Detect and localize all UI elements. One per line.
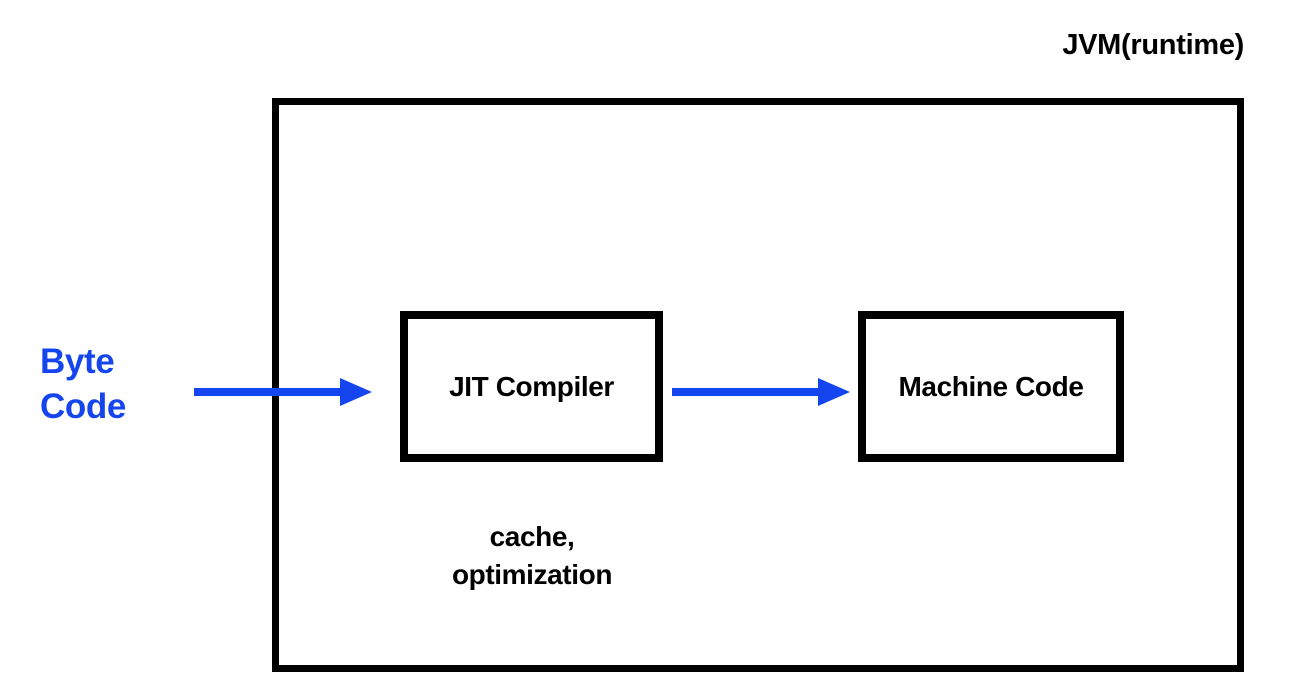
machine-code-box: Machine Code — [858, 311, 1124, 462]
byte-code-label-line-2: Code — [40, 386, 126, 426]
jvm-runtime-boundary-box — [272, 98, 1244, 672]
byte-code-label-line-1: Byte — [40, 342, 115, 381]
cache-optimization-annotation: cache, optimization — [392, 518, 672, 594]
arrow-jit-to-machine-code — [672, 378, 850, 406]
jvm-runtime-title: JVM(runtime) — [1062, 29, 1244, 61]
byte-code-input-label: Byte Code — [40, 340, 190, 430]
machine-code-label: Machine Code — [898, 370, 1084, 402]
annotation-line-1: cache, — [489, 521, 575, 552]
annotation-line-2: optimization — [451, 559, 613, 591]
arrow-bytecode-to-jit — [194, 378, 372, 406]
jit-compiler-label: JIT Compiler — [449, 370, 614, 402]
jit-compiler-box: JIT Compiler — [400, 311, 663, 462]
